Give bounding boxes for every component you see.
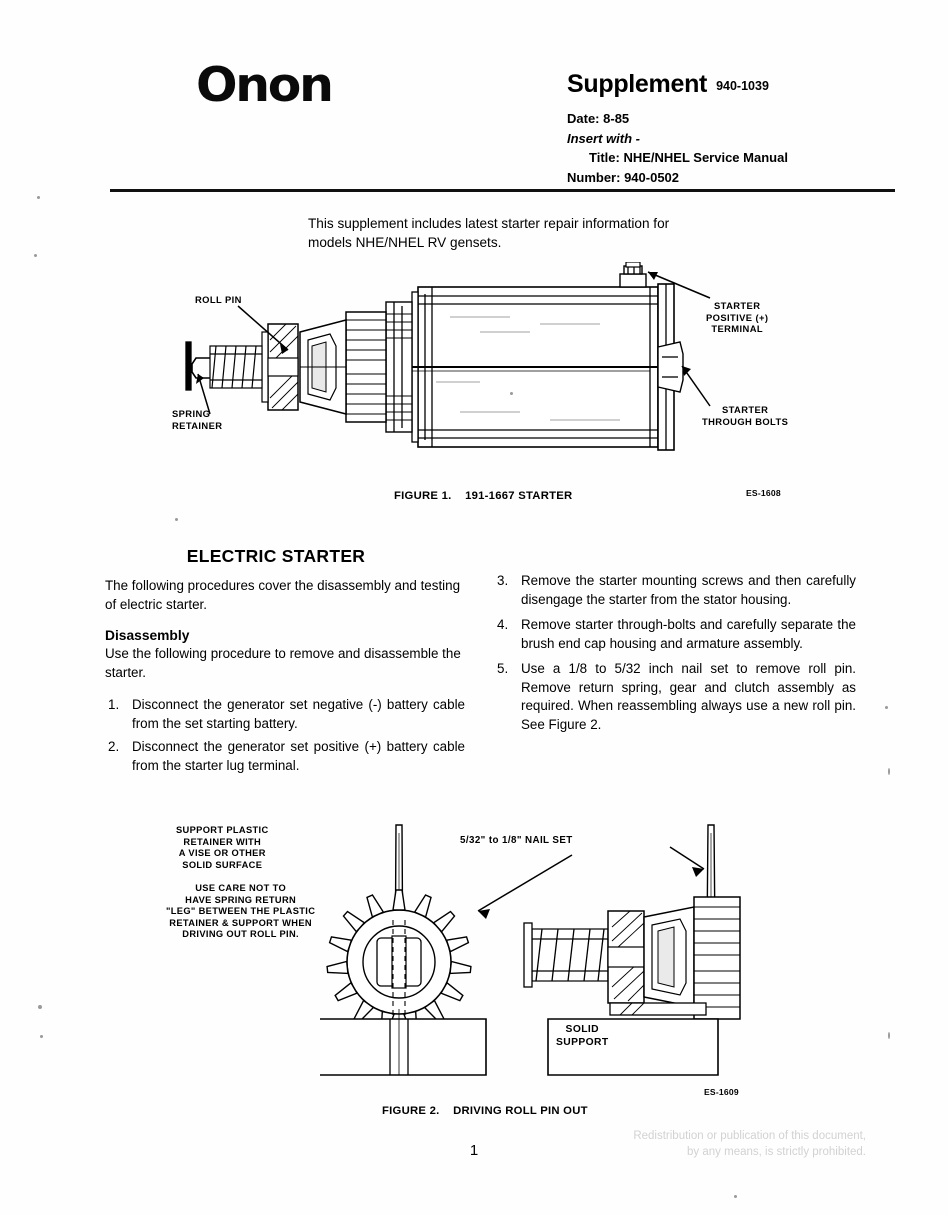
date-value: 8-85 <box>603 111 630 126</box>
step-text: Remove the starter mounting screws and t… <box>521 573 856 607</box>
note2-line2: HAVE SPRING RETURN <box>185 894 297 905</box>
note-support-plastic-retainer: SUPPORT PLASTIC RETAINER WITH A VISE OR … <box>176 825 269 871</box>
callout-positive-line2: POSITIVE (+) <box>706 311 769 323</box>
supplement-info-block: Supplement 940-1039 Date: 8-85 Insert wi… <box>567 70 897 187</box>
disassembly-intro: Use the following procedure to remove an… <box>105 646 461 680</box>
meta-title-row: Title: NHE/NHEL Service Manual <box>567 148 897 168</box>
scan-speck <box>510 392 513 395</box>
step-number: 5. <box>497 661 509 676</box>
scan-speck <box>34 254 37 257</box>
document-header: Onon Supplement 940-1039 Date: 8-85 Inse… <box>0 0 948 190</box>
list-item: 2. Disconnect the generator set positive… <box>105 738 465 775</box>
insert-with-label: Insert with - <box>567 130 640 146</box>
solid-support-line1: SOLID <box>565 1024 600 1035</box>
scan-speck <box>888 768 890 775</box>
figure-1-caption: FIGURE 1. 191-1667 STARTER <box>394 490 572 502</box>
scan-speck <box>175 518 178 521</box>
figure-2-drawing-number: ES-1609 <box>704 1087 739 1097</box>
meta-date-row: Date: 8-85 <box>567 109 897 129</box>
step-text: Disconnect the generator set negative (-… <box>132 697 465 731</box>
page-number: 1 <box>469 1142 479 1159</box>
callout-through-bolts-line1: STARTER <box>721 404 769 415</box>
scan-speck <box>885 706 888 709</box>
callout-spring-retainer-line1: SPRING <box>172 408 211 419</box>
date-label: Date: <box>567 111 600 126</box>
note1-line4: SOLID SURFACE <box>182 859 263 870</box>
header-divider-rule <box>110 189 895 192</box>
figure-2-caption-title: DRIVING ROLL PIN OUT <box>453 1105 588 1117</box>
disassembly-steps-right: 3. Remove the starter mounting screws an… <box>494 572 856 734</box>
step-number: 1. <box>108 697 120 712</box>
title-value: NHE/NHEL Service Manual <box>623 150 788 165</box>
figure-1-drawing-number: ES-1608 <box>746 488 781 498</box>
watermark-line-1: Redistribution or publication of this do… <box>633 1130 866 1142</box>
list-item: 1. Disconnect the generator set negative… <box>105 696 465 733</box>
driving-roll-pin-drawing <box>320 824 741 1076</box>
figure-2-illustration: SUPPORT PLASTIC RETAINER WITH A VISE OR … <box>150 815 830 1125</box>
callout-positive-line1: STARTER <box>714 300 761 311</box>
right-text-column: 3. Remove the starter mounting screws an… <box>494 572 856 741</box>
copyright-watermark: Redistribution or publication of this do… <box>633 1128 866 1160</box>
title-label: Title: <box>589 150 620 165</box>
note1-line3: A VISE OR OTHER <box>178 848 266 859</box>
callout-positive-line3: TERMINAL <box>711 323 763 334</box>
callout-spring-retainer-line2: RETAINER <box>172 419 223 431</box>
electric-starter-intro: The following procedures cover the disas… <box>105 578 461 612</box>
list-item: 4. Remove starter through-bolts and care… <box>494 616 856 653</box>
step-number: 3. <box>497 573 509 588</box>
watermark-line-2: by any means, is strictly prohibited. <box>687 1146 866 1158</box>
callout-nail-set: 5/32" to 1/8" NAIL SET <box>460 835 573 846</box>
scan-speck <box>40 1035 43 1038</box>
scan-speck <box>888 1032 890 1039</box>
intro-paragraph: This supplement includes latest starter … <box>308 216 670 250</box>
list-item: 3. Remove the starter mounting screws an… <box>494 572 856 609</box>
supplement-title: Supplement <box>567 70 708 98</box>
figure-1-caption-number: FIGURE 1. <box>394 490 452 502</box>
step-text: Remove starter through-bolts and careful… <box>521 617 856 651</box>
step-number: 2. <box>108 739 120 754</box>
step-number: 4. <box>497 617 509 632</box>
disassembly-steps-left: 1. Disconnect the generator set negative… <box>105 696 465 775</box>
callout-starter-positive-terminal: STARTER POSITIVE (+) TERMINAL <box>706 300 768 335</box>
step-text: Disconnect the generator set positive (+… <box>132 739 465 773</box>
step-text: Use a 1/8 to 5/32 inch nail set to remov… <box>521 661 856 732</box>
figure-1-caption-title: 191-1667 STARTER <box>465 490 573 502</box>
figure-2-caption-number: FIGURE 2. <box>382 1105 440 1117</box>
note2-line1: USE CARE NOT TO <box>195 883 287 893</box>
supplement-number: 940-1039 <box>716 79 769 93</box>
note2-line3: "LEG" BETWEEN THE PLASTIC <box>166 906 316 917</box>
note-use-care-spring-return: USE CARE NOT TO HAVE SPRING RETURN "LEG"… <box>166 883 315 941</box>
figure-2-caption: FIGURE 2. DRIVING ROLL PIN OUT <box>382 1105 588 1117</box>
scan-speck <box>734 1195 737 1198</box>
scan-speck <box>37 196 40 199</box>
left-text-column: ELECTRIC STARTER The following procedure… <box>105 546 465 780</box>
starter-assembly-drawing <box>185 262 711 451</box>
meta-number-row: Number: 940-0502 <box>567 168 897 188</box>
figure-1-illustration: ROLL PIN SPRING RETAINER STARTER POSITIV… <box>150 262 830 502</box>
solid-support-line2: SUPPORT <box>556 1037 609 1048</box>
callout-roll-pin: ROLL PIN <box>195 294 242 305</box>
callout-through-bolts-line2: THROUGH BOLTS <box>702 415 789 427</box>
note1-line2: RETAINER WITH <box>183 836 262 847</box>
callout-spring-retainer: SPRING RETAINER <box>172 408 222 431</box>
supplement-meta: Date: 8-85 Insert with - Title: NHE/NHEL… <box>567 109 897 187</box>
note1-line1: SUPPORT PLASTIC <box>176 825 269 835</box>
number-label: Number: <box>567 169 621 185</box>
scan-speck <box>38 1005 42 1009</box>
note2-line4: RETAINER & SUPPORT WHEN <box>169 917 312 928</box>
subsection-heading-disassembly: Disassembly <box>105 628 190 643</box>
callout-solid-support: SOLID SUPPORT <box>556 1023 609 1049</box>
number-value: 940-0502 <box>624 169 680 185</box>
section-heading-electric-starter: ELECTRIC STARTER <box>186 546 366 566</box>
onan-logo: Onon <box>196 58 334 113</box>
note2-line5: DRIVING OUT ROLL PIN. <box>182 929 299 940</box>
list-item: 5. Use a 1/8 to 5/32 inch nail set to re… <box>494 660 856 734</box>
callout-starter-through-bolts: STARTER THROUGH BOLTS <box>702 404 788 427</box>
